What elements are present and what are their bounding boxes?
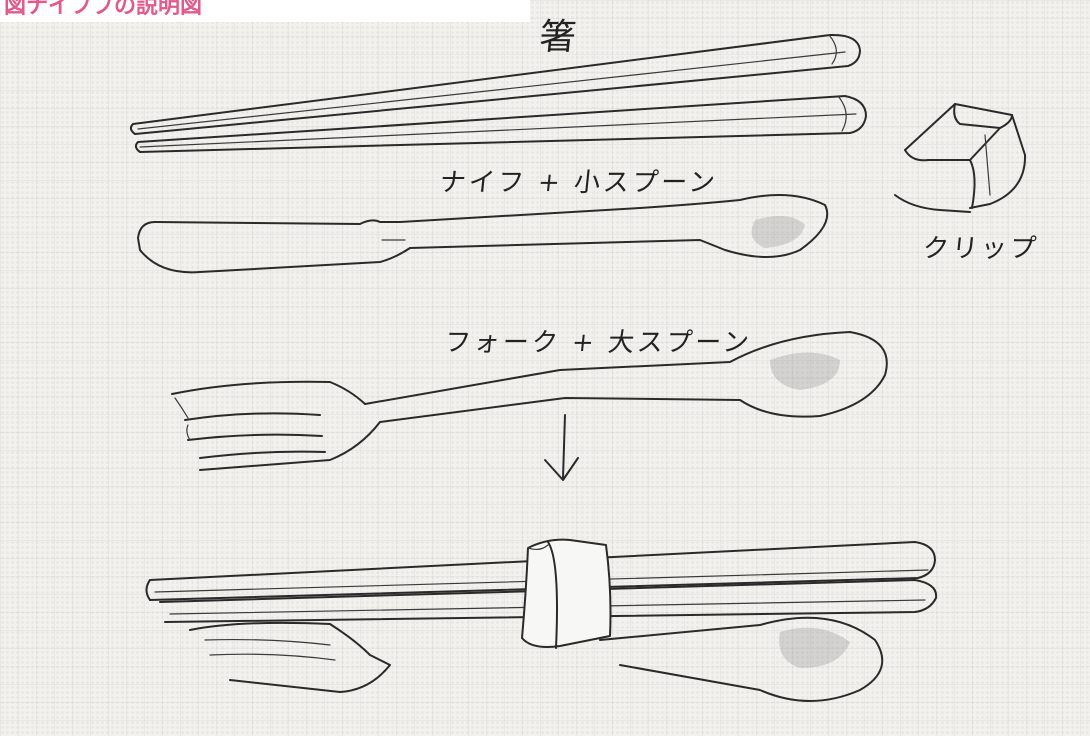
fork-spoon-drawing xyxy=(171,331,888,471)
chopsticks-drawing xyxy=(129,33,867,153)
figure-title: 図ナイフプの説明図 xyxy=(4,0,203,19)
assembled-set-drawing xyxy=(145,538,938,702)
down-arrow-icon xyxy=(544,414,579,481)
clip-drawing xyxy=(894,103,1027,213)
title-band: 図ナイフプの説明図 xyxy=(0,0,530,22)
knife-spoon-drawing xyxy=(137,194,829,274)
